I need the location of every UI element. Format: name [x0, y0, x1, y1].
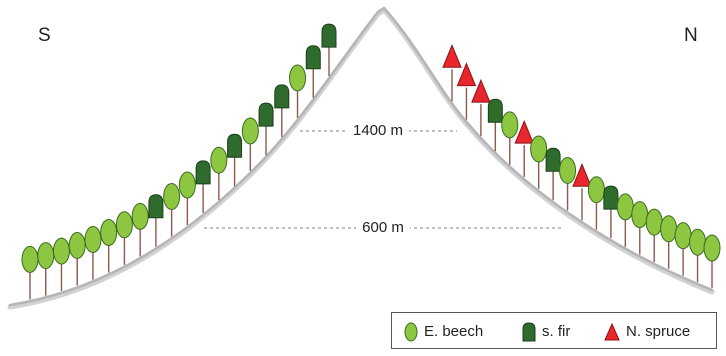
tree-spruce — [442, 43, 462, 102]
tree-beech — [21, 245, 39, 300]
spruce-crown — [442, 43, 462, 68]
tree-beech — [631, 201, 649, 255]
beech-crown — [115, 211, 133, 239]
beech-icon — [404, 322, 418, 341]
beech-crown — [289, 64, 307, 92]
north-slope-trees — [442, 43, 721, 288]
fir-crown — [487, 98, 503, 123]
legend-label-spruce: N. spruce — [626, 323, 691, 340]
beech-crown — [587, 176, 605, 204]
tree-fir — [274, 84, 290, 137]
tree-beech — [68, 231, 86, 286]
south-slope-trees — [21, 23, 337, 300]
fir-crown — [274, 84, 290, 109]
beech-crown — [163, 183, 181, 211]
tree-fir — [321, 23, 337, 77]
tree-beech — [501, 111, 519, 165]
tree-beech — [689, 228, 707, 283]
spruce-crown — [471, 78, 491, 103]
beech-crown — [660, 215, 678, 243]
fir-crown — [258, 102, 274, 127]
beech-crown — [131, 202, 149, 230]
tree-spruce — [471, 78, 491, 137]
spruce-crown — [572, 162, 592, 187]
beech-crown — [530, 135, 548, 163]
beech-crown — [52, 237, 70, 265]
beech-crown — [37, 242, 55, 270]
tree-beech — [587, 176, 605, 230]
beech-crown — [100, 219, 118, 247]
legend-item-beech: E. beech — [404, 313, 483, 350]
beech-crown — [21, 245, 39, 273]
tree-beech — [52, 237, 70, 292]
tree-spruce — [514, 119, 534, 178]
beech-crown — [703, 234, 721, 262]
tree-fir — [148, 194, 164, 247]
tree-beech — [645, 208, 663, 263]
tree-fir — [258, 102, 274, 156]
altitude-label-1400: 1400 m — [346, 122, 410, 140]
tree-beech — [100, 219, 118, 273]
fir-crown — [321, 23, 337, 48]
beech-crown — [241, 117, 259, 145]
tree-beech — [530, 135, 548, 189]
mountain-shadow — [7, 7, 715, 310]
tree-beech — [210, 146, 228, 201]
altitude-label-600: 600 m — [356, 219, 410, 237]
tree-beech — [84, 226, 102, 280]
beech-crown — [631, 201, 649, 229]
fir-crown — [148, 194, 164, 219]
tree-beech — [37, 242, 55, 296]
tree-beech — [660, 215, 678, 269]
north-label: N — [684, 25, 698, 46]
beech-crown — [674, 222, 692, 250]
legend-item-fir: s. fir — [522, 313, 570, 350]
legend-label-fir: s. fir — [542, 323, 571, 340]
beech-crown — [645, 208, 663, 236]
spruce-icon — [604, 322, 620, 340]
tree-beech — [131, 202, 149, 257]
tree-beech — [616, 193, 634, 247]
beech-crown — [689, 228, 707, 256]
spruce-crown — [514, 119, 534, 144]
tree-fir — [487, 98, 503, 152]
tree-beech — [178, 171, 196, 225]
beech-crown — [616, 193, 634, 221]
tree-fir — [545, 147, 561, 201]
beech-crown — [178, 171, 196, 199]
fir-crown — [305, 45, 321, 70]
fir-crown — [545, 147, 561, 172]
mountain-outline — [7, 6, 715, 310]
beech-crown — [68, 231, 86, 259]
beech-crown — [559, 156, 577, 184]
tree-beech — [115, 211, 133, 265]
beech-crown — [501, 111, 519, 139]
legend-label-beech: E. beech — [424, 323, 484, 340]
spruce-crown — [456, 62, 477, 87]
fir-crown — [603, 185, 619, 210]
fir-crown — [195, 160, 211, 185]
tree-beech — [674, 222, 692, 276]
south-label: S — [38, 25, 51, 46]
tree-spruce — [572, 162, 592, 221]
fir-icon — [522, 321, 536, 341]
tree-spruce — [456, 62, 477, 120]
tree-fir — [227, 133, 243, 187]
tree-beech — [289, 64, 307, 118]
tree-fir — [195, 160, 211, 213]
mountain-ridge — [8, 6, 714, 307]
tree-fir — [305, 45, 321, 98]
tree-beech — [163, 183, 181, 237]
beech-crown — [210, 146, 228, 174]
fir-crown — [227, 133, 243, 158]
tree-beech — [241, 117, 259, 171]
tree-beech — [559, 156, 577, 211]
tree-fir — [603, 185, 619, 239]
tree-beech — [703, 234, 721, 288]
beech-crown — [84, 226, 102, 254]
legend: E. beech s. fir N. spruce — [391, 312, 717, 349]
legend-item-spruce: N. spruce — [604, 313, 690, 350]
